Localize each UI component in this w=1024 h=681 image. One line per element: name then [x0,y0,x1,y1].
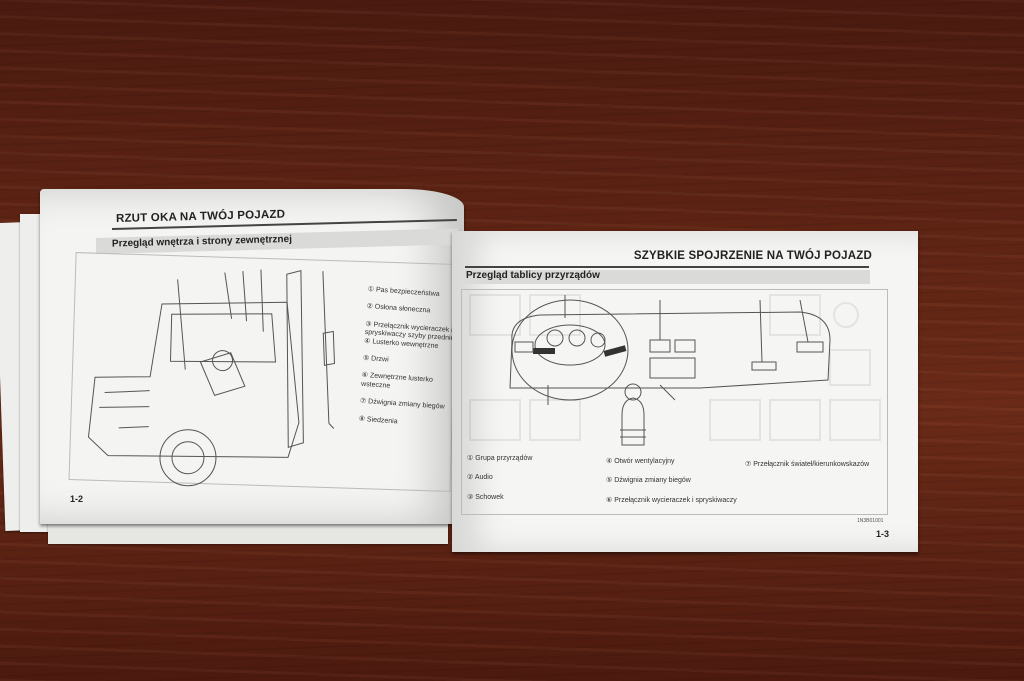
legend-item: ② Audio [467,474,493,482]
legend-item: ⑤ Dźwignia zmiany biegów [606,477,691,485]
legend-item: ⑥ Przełącznik wycieraczek i spryskiwaczy [606,496,737,504]
legend-item: ⑦ Przełącznik świateł/kierunkowskazów [745,461,870,468]
right-legend-col2: ④ Otwór wentylacyjny ⑤ Dźwignia zmiany b… [606,458,751,505]
right-legend-col1: ① Grupa przyrządów ② Audio ③ Schowek [467,455,597,502]
right-page-header: SZYBKIE SPOJRZENIE NA TWÓJ POJAZD [633,250,872,262]
legend-item: ③ Schowek [467,493,504,501]
right-page-number: 1-3 [876,529,890,539]
right-page-subheader: Przegląd tablicy przyrządów [466,270,600,281]
legend-item: ① Grupa przyrządów [467,455,533,462]
dashboard-illustration-frame [461,289,888,515]
page-stack-bottom [48,520,448,544]
right-page-subheader-bar: Przegląd tablicy przyrządów [464,270,870,284]
right-legend-col3: ⑦ Przełącznik świateł/kierunkowskazów [745,461,885,469]
legend-item: ④ Otwór wentylacyjny [606,458,675,465]
figure-code: 1N3B01001 [857,518,884,524]
header-rule [465,266,869,268]
right-page [452,231,918,552]
left-page-number: 1-2 [70,494,84,504]
